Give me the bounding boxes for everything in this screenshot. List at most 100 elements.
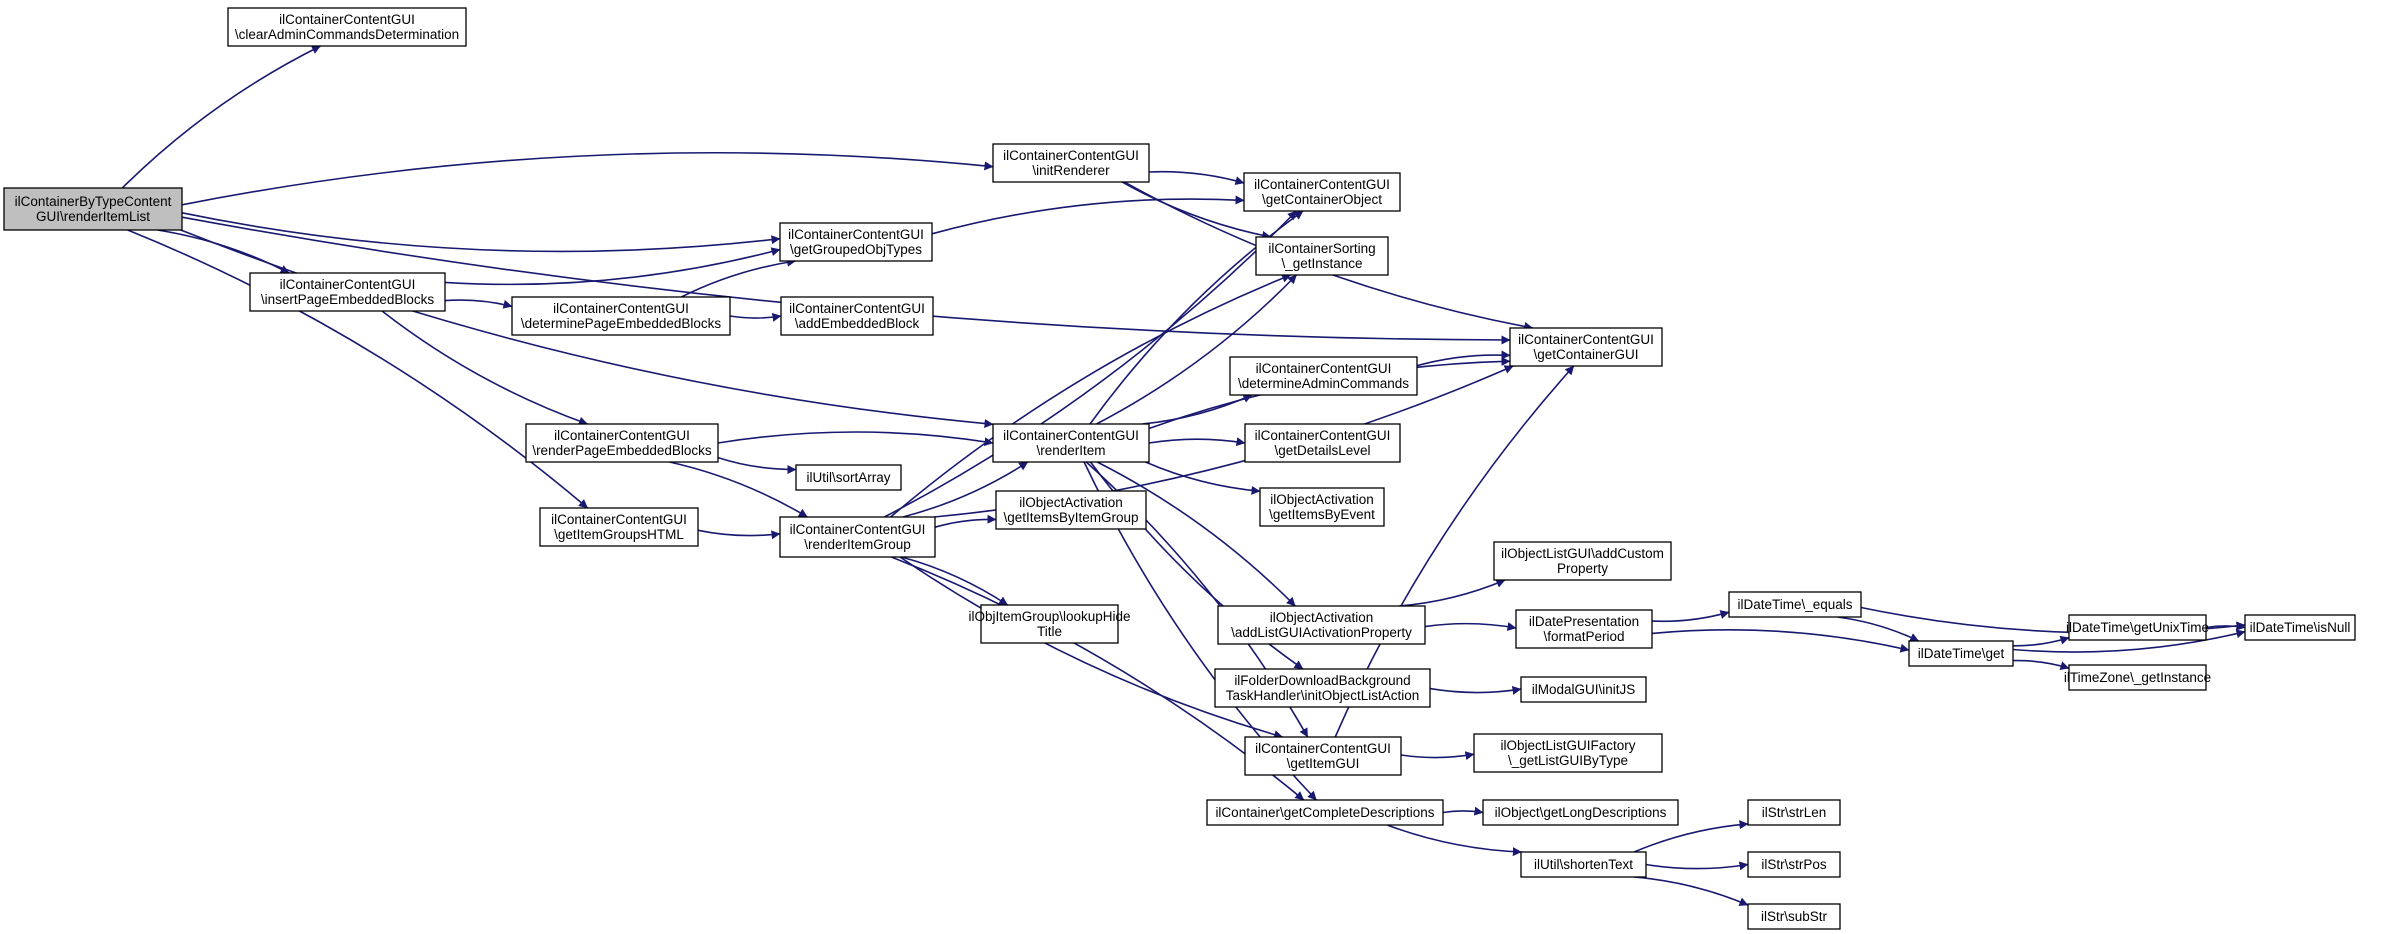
node-folderDownload[interactable]: ilFolderDownloadBackgroundTaskHandler\in…: [1214, 668, 1431, 708]
node-shortenText[interactable]: ilUtil\shortenText: [1520, 851, 1647, 878]
edge-line: [669, 461, 808, 518]
node-label-line: \determinePageEmbeddedBlocks: [521, 316, 722, 331]
node-label-line: GUI\renderItemList: [36, 209, 150, 224]
edge-renderItem-to-containerSorting: [1096, 274, 1298, 425]
node-label-line: \renderItem: [1036, 443, 1105, 458]
edge-line: [2205, 621, 2246, 631]
edge-line: [1651, 610, 1730, 623]
node-label-line: \getItemGUI: [1287, 756, 1360, 771]
node-box: [1229, 356, 1418, 396]
node-dateGet[interactable]: ilDateTime\get: [1908, 640, 2014, 667]
node-box: [995, 490, 1147, 530]
node-label-line: ilModalGUI\initJS: [1532, 682, 1636, 697]
node-initRenderer[interactable]: ilContainerContentGUI\initRenderer: [992, 143, 1150, 183]
edge-renderItemGroup-to-getContainerObject: [884, 210, 1297, 518]
node-clearAdmin[interactable]: ilContainerContentGUI\clearAdminCommands…: [227, 7, 467, 47]
edge-getUnixTime-to-isNull: [2205, 621, 2246, 631]
node-subStr[interactable]: ilStr\subStr: [1747, 903, 1841, 930]
node-getItemGUI[interactable]: ilContainerContentGUI\getItemGUI: [1244, 736, 1402, 776]
node-getLongDescriptions[interactable]: ilObject\getLongDescriptions: [1482, 799, 1679, 826]
edge-shortenText-to-subStr: [1634, 876, 1749, 906]
node-label-line: ilDateTime\_equals: [1737, 597, 1852, 612]
edge-line: [729, 312, 782, 322]
node-formatPeriod[interactable]: ilDatePresentation\formatPeriod: [1515, 609, 1653, 649]
node-sortArray[interactable]: ilUtil\sortArray: [795, 464, 902, 491]
node-getUnixTime[interactable]: ilDateTime\getUnixTime: [2066, 614, 2209, 641]
node-label-line: \clearAdminCommandsDetermination: [235, 27, 459, 42]
edge-line: [934, 514, 997, 528]
node-getContainerGUI[interactable]: ilContainerContentGUI\getContainerGUI: [1509, 327, 1663, 367]
node-timeZone[interactable]: ilTimeZone\_getInstance: [2064, 664, 2211, 691]
node-label-line: ilStr\subStr: [1761, 909, 1828, 924]
edge-line: [1096, 274, 1298, 425]
node-dateEquals[interactable]: ilDateTime\_equals: [1728, 591, 1862, 618]
edge-renderPageEmbeddedBlocks-to-sortArray: [717, 456, 797, 475]
node-containerSorting[interactable]: ilContainerSorting\_getInstance: [1255, 236, 1389, 276]
node-label-line: ilUtil\shortenText: [1534, 857, 1633, 872]
node-box: [992, 423, 1150, 463]
node-box: [795, 464, 902, 491]
edge-getItemGroupsHTML-to-renderItemGroup: [697, 529, 781, 540]
edge-line: [2012, 635, 2070, 647]
node-addListGUIActivationProperty[interactable]: ilObjectActivation\addListGUIActivationP…: [1217, 605, 1426, 645]
node-label-line: ilObjectListGUI\addCustom: [1501, 546, 1664, 561]
edge-line: [1633, 820, 1749, 853]
node-addEmbeddedBlock[interactable]: ilContainerContentGUI\addEmbeddedBlock: [780, 296, 934, 336]
node-getCompleteDescriptions[interactable]: ilContainer\getCompleteDescriptions: [1206, 799, 1444, 826]
node-label-line: ilContainerContentGUI: [790, 522, 926, 537]
node-modalInitJS[interactable]: ilModalGUI\initJS: [1520, 676, 1647, 703]
node-listGUIFactory[interactable]: ilObjectListGUIFactory\_getListGUIByType: [1473, 733, 1663, 773]
node-label-line: ilContainerSorting: [1268, 241, 1375, 256]
edge-line: [381, 310, 588, 426]
edge-line: [1651, 628, 1910, 653]
node-label-line: ilUtil\sortArray: [806, 470, 890, 485]
node-label-line: ilContainerContentGUI: [1256, 361, 1392, 376]
node-label-line: \_getInstance: [1281, 256, 1362, 271]
node-box: [1747, 799, 1841, 826]
node-getContainerObject[interactable]: ilContainerContentGUI\getContainerObject: [1243, 172, 1401, 212]
edge-renderItemGroup-to-containerSorting: [890, 274, 1292, 518]
node-label-line: \insertPageEmbeddedBlocks: [261, 292, 435, 307]
node-isNull[interactable]: ilDateTime\isNull: [2244, 614, 2356, 641]
node-box: [1520, 851, 1647, 878]
edge-insertPageEmbeddedBlocks-to-determinePageEmbeddedBlocks: [444, 299, 513, 309]
node-box: [1747, 903, 1841, 930]
node-getGroupedObjTypes[interactable]: ilContainerContentGUI\getGroupedObjTypes: [779, 222, 933, 262]
edge-renderItemGroup-to-renderItem: [902, 461, 1029, 518]
node-box: [1493, 541, 1672, 581]
node-renderPageEmbeddedBlocks[interactable]: ilContainerContentGUI\renderPageEmbedded…: [525, 423, 719, 463]
node-label-line: \getContainerObject: [1262, 192, 1382, 207]
node-label-line: \renderPageEmbeddedBlocks: [532, 443, 712, 458]
node-box: [1206, 799, 1444, 826]
node-determinePageEmbeddedBlocks[interactable]: ilContainerContentGUI\determinePageEmbed…: [511, 296, 731, 336]
node-getItemsByItemGroup[interactable]: ilObjectActivation\getItemsByItemGroup: [995, 490, 1147, 530]
node-determineAdminCommands[interactable]: ilContainerContentGUI\determineAdminComm…: [1229, 356, 1418, 396]
edge-dateGet-to-isNull: [2012, 629, 2246, 653]
node-label-line: \getItemsByItemGroup: [1003, 510, 1138, 525]
edge-line: [1142, 394, 1253, 425]
edge-line: [901, 556, 1009, 606]
node-strPos[interactable]: ilStr\strPos: [1747, 851, 1841, 878]
node-box: [1473, 733, 1663, 773]
node-label-line: ilContainerContentGUI: [1255, 428, 1391, 443]
node-getItemGroupsHTML[interactable]: ilContainerContentGUI\getItemGroupsHTML: [539, 507, 699, 547]
node-renderItem[interactable]: ilContainerContentGUI\renderItem: [992, 423, 1150, 463]
node-getDetailsLevel[interactable]: ilContainerContentGUI\getDetailsLevel: [1244, 423, 1401, 463]
node-label-line: \addListGUIActivationProperty: [1231, 625, 1412, 640]
edge-line: [1634, 876, 1749, 906]
node-insertPageEmbeddedBlocks[interactable]: ilContainerContentGUI\insertPageEmbedded…: [249, 272, 446, 312]
edge-addListGUIActivationProperty-to-addCustomProperty: [1398, 579, 1506, 607]
node-renderItemGroup[interactable]: ilContainerContentGUI\renderItemGroup: [779, 516, 936, 558]
node-strLen[interactable]: ilStr\strLen: [1747, 799, 1841, 826]
node-box: [1244, 423, 1401, 463]
edge-determineAdminCommands-to-getContainerGUI: [1416, 350, 1511, 367]
node-label-line: \renderItemGroup: [804, 537, 911, 552]
node-getItemsByEvent[interactable]: ilObjectActivation\getItemsByEvent: [1259, 487, 1385, 527]
node-label-line: TaskHandler\initObjectListAction: [1226, 688, 1420, 703]
node-label-line: Property: [1557, 561, 1608, 576]
node-label-line: Title: [1037, 624, 1062, 639]
edge-root-to-clearAdmin: [121, 45, 321, 189]
edge-renderItem-to-getItemsByEvent: [1145, 461, 1261, 495]
